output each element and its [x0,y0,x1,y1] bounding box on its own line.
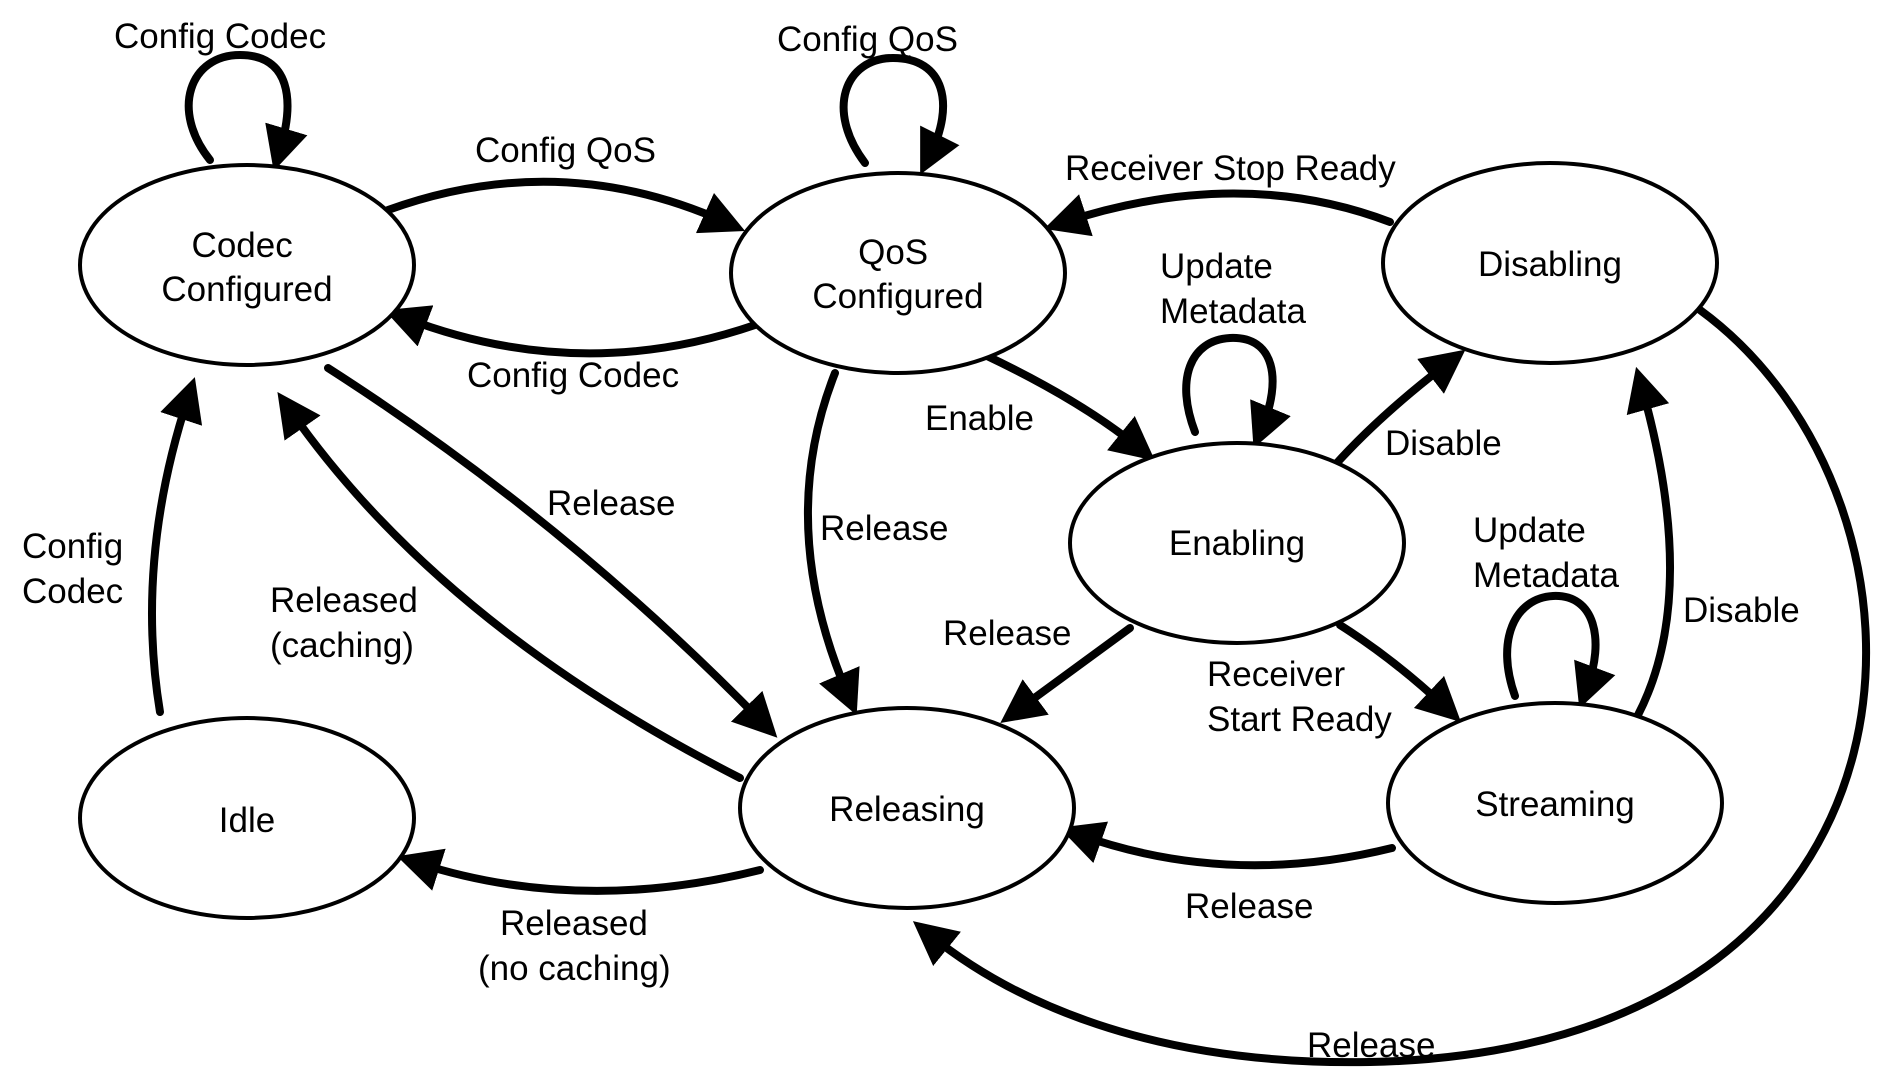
state-releasing: Releasing [738,706,1076,910]
state-streaming: Streaming [1386,701,1724,905]
svg-text:Idle: Idle [219,801,275,840]
label-disabling-to-releasing: Release [1307,1026,1435,1065]
edge-qos-to-codec [384,305,759,358]
label-releasing-to-idle: Released (no caching) [478,904,671,988]
edge-qos-to-releasing [804,369,860,716]
edge-disabling-to-releasing [912,306,1870,1067]
svg-text:Streaming: Streaming [1475,785,1635,824]
state-label-line: Codec [192,226,293,265]
edge-enabling-to-streaming [1336,621,1462,723]
label-qos-to-enabling: Enable [925,399,1034,438]
state-label-line: Disabling [1478,245,1622,284]
edge-streaming-self [1503,591,1616,709]
label-codec-to-qos: Config QoS [475,131,656,170]
svg-text:Disabling: Disabling [1478,245,1622,284]
edge-enabling-self [1182,333,1291,449]
edge-releasing-to-idle [397,848,764,895]
label-qos-to-codec: Config Codec [467,356,679,395]
svg-text:Codec Configured: Codec Configured [161,226,332,309]
state-label-line: Enabling [1169,524,1305,563]
label-streaming-to-disabling: Disable [1683,591,1800,630]
state-label-line: Configured [812,277,983,316]
label-streaming-to-releasing: Release [1185,887,1313,926]
state-label-line: Idle [219,801,275,840]
state-codec-configured: Codec Configured [78,163,416,367]
svg-text:QoS Configured: QoS Configured [812,233,983,316]
edge-enabling-to-releasing [1000,624,1134,724]
svg-text:Enabling: Enabling [1169,524,1305,563]
edge-streaming-to-disabling [1626,366,1675,719]
transition-labels: Config Codec Config QoS Config QoS Confi… [22,17,1800,1065]
state-idle: Idle [78,716,416,920]
label-enabling-self: Update Metadata [1160,247,1306,331]
state-qos-configured: QoS Configured [729,171,1067,375]
svg-text:Releasing: Releasing [829,790,985,829]
state-label-line: Streaming [1475,785,1635,824]
state-disabling: Disabling [1381,161,1719,365]
label-codec-to-releasing: Release [547,484,675,523]
states: Codec Configured QoS Configured Disablin… [78,161,1724,920]
label-disabling-to-qos: Receiver Stop Ready [1065,149,1396,188]
edge-releasing-to-codec [277,391,744,782]
edge-codec-to-releasing [324,364,778,738]
edge-enabling-to-disabling [1331,349,1466,469]
edge-streaming-to-releasing [1059,821,1396,870]
edge-codec-configured-self [184,50,308,172]
edge-qos-to-enabling [981,351,1156,461]
label-enabling-to-streaming: Receiver Start Ready [1207,655,1392,739]
label-qos-to-releasing: Release [820,509,948,548]
edge-disabling-to-qos [1044,189,1394,237]
label-enabling-to-releasing: Release [943,614,1071,653]
label-qos-self: Config QoS [777,20,958,59]
label-releasing-to-codec: Released (caching) [270,581,428,665]
state-enabling: Enabling [1068,441,1406,645]
label-idle-to-codec: Config Codec [22,527,133,611]
state-label-line: QoS [858,233,928,272]
edge-qos-configured-self [839,53,960,175]
state-label-line: Configured [161,270,332,309]
label-codec-self: Config Codec [114,17,326,56]
label-streaming-self: Update Metadata [1473,511,1619,595]
edge-idle-to-codec [148,377,203,716]
label-enabling-to-disabling: Disable [1385,424,1502,463]
state-label-line: Releasing [829,790,985,829]
edge-codec-to-qos [384,177,746,234]
transition-edges [148,50,1870,1067]
